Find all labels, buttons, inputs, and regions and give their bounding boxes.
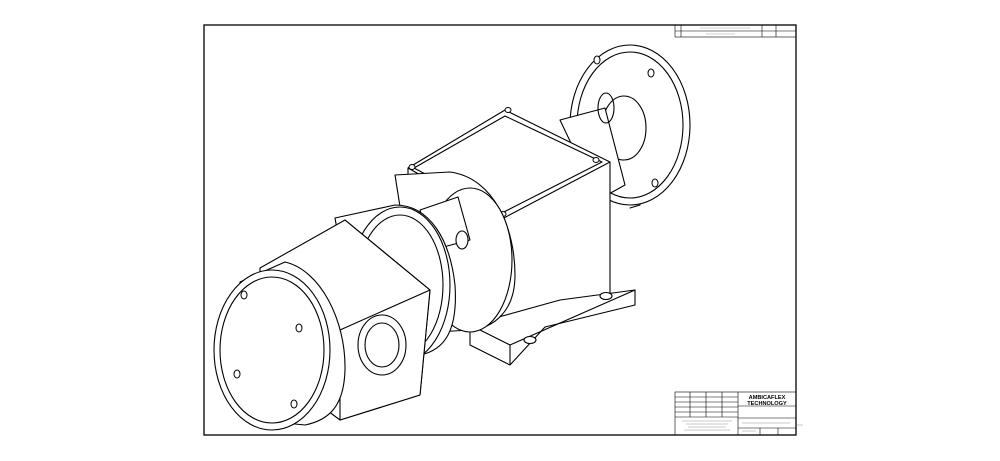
title-block-company: AMBICAFLEX TECHNOLOGY: [738, 395, 796, 407]
revision-block: [674, 24, 797, 38]
pump-assembly-drawing: [213, 44, 691, 431]
pump-front-cover: [213, 261, 346, 431]
title-block: [674, 391, 803, 436]
company-name-line-2: TECHNOLOGY: [747, 401, 787, 407]
company-name-line-1: AMBICAFLEX: [748, 395, 786, 401]
base-plate: [469, 289, 636, 366]
